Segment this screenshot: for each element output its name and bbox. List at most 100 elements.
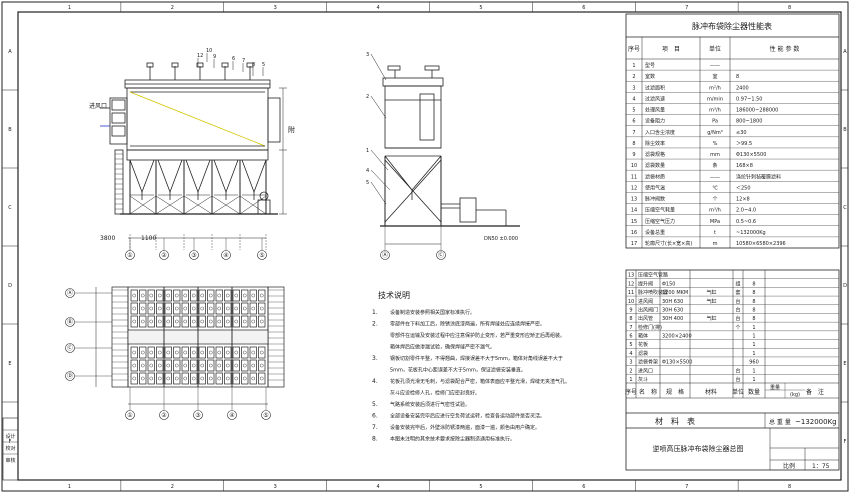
plan-axis-1-text: ②	[161, 412, 167, 419]
tech-note-text-11: 本图未注明的其余技术要求按除尘器制造通用标准执行。	[390, 436, 515, 443]
plan-row-1-circle	[65, 317, 75, 327]
scale-value: 1：75	[812, 463, 830, 470]
bom-cell-0: 9	[629, 307, 632, 313]
params-header-2: 单位	[709, 45, 721, 53]
zone-col-top-0: 1	[68, 5, 71, 11]
bom-cell-1: 检修门(排)	[638, 324, 662, 331]
revision-line-0: 设计	[5, 433, 15, 440]
tech-note-text-4: 钢板切割零件平整，不得翘曲，焊接误差不大于5mm，箱体对角线误差不大于	[390, 355, 563, 362]
bom-header-1: 名 称	[639, 388, 657, 396]
plan-axis-4: ⑤	[261, 410, 271, 420]
params-cell-item: 轮廓尺寸(长×宽×高)	[645, 240, 692, 247]
params-cell-num: 11	[631, 174, 637, 180]
zone-col-top-7: 8	[788, 5, 791, 11]
front-left-dimension: 1100	[141, 235, 156, 242]
params-cell-num: 15	[631, 219, 637, 225]
side-axis-0-circle	[380, 250, 390, 260]
params-cell-item: 室数	[645, 73, 655, 80]
zone-row-right-1: B	[843, 127, 847, 133]
parameters-table-title: 脉冲布袋除尘器性能表	[692, 21, 772, 31]
params-cell-value: ＞99.5	[736, 141, 752, 147]
bom-cell-1: 进风阀	[638, 298, 653, 305]
front-axis-4-circle	[257, 250, 267, 260]
params-cell-item: 设备阻力	[645, 118, 665, 125]
plan-axis-2: ③	[193, 410, 203, 420]
bom-list-label: 材 料 表	[655, 416, 695, 426]
bom-cell-1: 灰斗	[638, 376, 648, 383]
plan-axis-2-text: ③	[195, 412, 200, 419]
bom-cell-1: 脉冲喷吹装置	[638, 289, 668, 296]
bom-total-weight-label: 总 重 量	[769, 418, 791, 426]
plan-axis-0-circle	[125, 410, 135, 420]
bom-header-2: 规 格	[666, 388, 684, 396]
revision-box	[2, 417, 19, 481]
front-callout-1: 10	[206, 48, 212, 54]
bom-cell-0: 6	[629, 334, 632, 340]
params-cell-unit: mm	[710, 152, 720, 158]
bom-cell-4: 套	[735, 289, 740, 296]
side-axis-1: Ⓒ	[436, 250, 446, 260]
zone-row-left-3: D	[8, 283, 12, 289]
revision-line-1: 校对	[5, 445, 15, 452]
params-cell-value: 0.97~1.50	[736, 96, 762, 102]
bom-cell-4: 台	[735, 298, 740, 305]
bom-total-weight-value: ~132000Kg	[795, 418, 837, 426]
params-cell-num: 9	[632, 152, 635, 158]
params-cell-unit: MPa	[710, 219, 720, 225]
front-callout-6: 5	[262, 62, 265, 68]
front-hopper-band	[126, 149, 269, 161]
params-cell-num: 7	[632, 130, 635, 136]
tech-notes-heading: 技术说明	[378, 290, 410, 300]
front-callout-5: 8	[252, 62, 255, 68]
params-cell-unit: ——	[710, 174, 720, 180]
front-side-label: 附	[288, 125, 295, 134]
plan-row-1: Ⓑ	[65, 317, 75, 327]
tech-note-num-10: 7.	[372, 424, 378, 431]
params-cell-value: ~132000Kg	[736, 230, 766, 236]
side-callout-4: 5	[366, 180, 369, 186]
params-cell-value: Φ130×5500	[736, 152, 766, 158]
plan-axis-1-circle	[159, 410, 169, 420]
bom-cell-0: 1	[629, 377, 632, 383]
bom-cell-5: 8	[752, 316, 755, 322]
params-cell-item: 压缩空气耗量	[645, 207, 675, 214]
tech-note-text-10: 设备安装完毕后，外壁涂防锈漆两遍，面漆一遍，颜色由用户确定。	[390, 424, 540, 431]
tech-note-text-9: 全部设备安装完毕后应进行空负荷试运转，检查各运动部件是否灵活。	[390, 413, 545, 420]
bom-cell-1: 出风管	[638, 315, 653, 322]
front-inlet-label: 进风口	[89, 102, 107, 110]
plan-row-3-circle	[65, 371, 75, 381]
params-cell-item: 压缩空气压力	[645, 218, 675, 225]
plan-row-0-text: Ⓐ	[67, 289, 73, 297]
tech-note-text-5: 5mm，花板孔中心距误差不大于5mm，保证滤袋安装垂直。	[390, 367, 526, 374]
params-header-3: 性 能 参 数	[770, 45, 800, 53]
zone-row-right-5: F	[844, 439, 847, 445]
side-callout-1: 2	[366, 94, 369, 100]
zone-col-top-5: 6	[582, 5, 585, 11]
bom-cell-1: 花板	[638, 341, 648, 348]
tech-note-num-6: 4.	[372, 378, 378, 385]
bom-cell-1: 提升阀	[638, 280, 653, 287]
bom-cell-5: 8	[752, 281, 755, 287]
front-axis-0: ①	[125, 250, 135, 260]
plan-axis-3-text: ④	[229, 412, 234, 419]
front-callout-2: 9	[213, 54, 216, 60]
params-cell-value: 168×8	[736, 163, 753, 169]
bom-cell-0: 3	[629, 360, 632, 366]
bom-cell-1: 出风阀门	[638, 306, 658, 313]
side-elevation-label: DN50 ±0.000	[484, 236, 518, 242]
bom-cell-1: 滤袋骨架	[638, 359, 658, 366]
zone-row-right-3: D	[843, 283, 847, 289]
params-cell-num: 2	[632, 74, 635, 80]
front-elevation-view	[100, 53, 287, 250]
zone-col-bottom-3: 4	[376, 484, 379, 490]
front-axis-2-circle	[189, 250, 199, 260]
tech-note-text-6: 花板孔须光滑无毛刺，与滤袋配合严密，箱体表面应平整光滑，焊缝无夹渣气孔。	[390, 378, 570, 385]
tech-note-text-8: 气路系统安装后须进行气密性试验。	[390, 401, 470, 408]
